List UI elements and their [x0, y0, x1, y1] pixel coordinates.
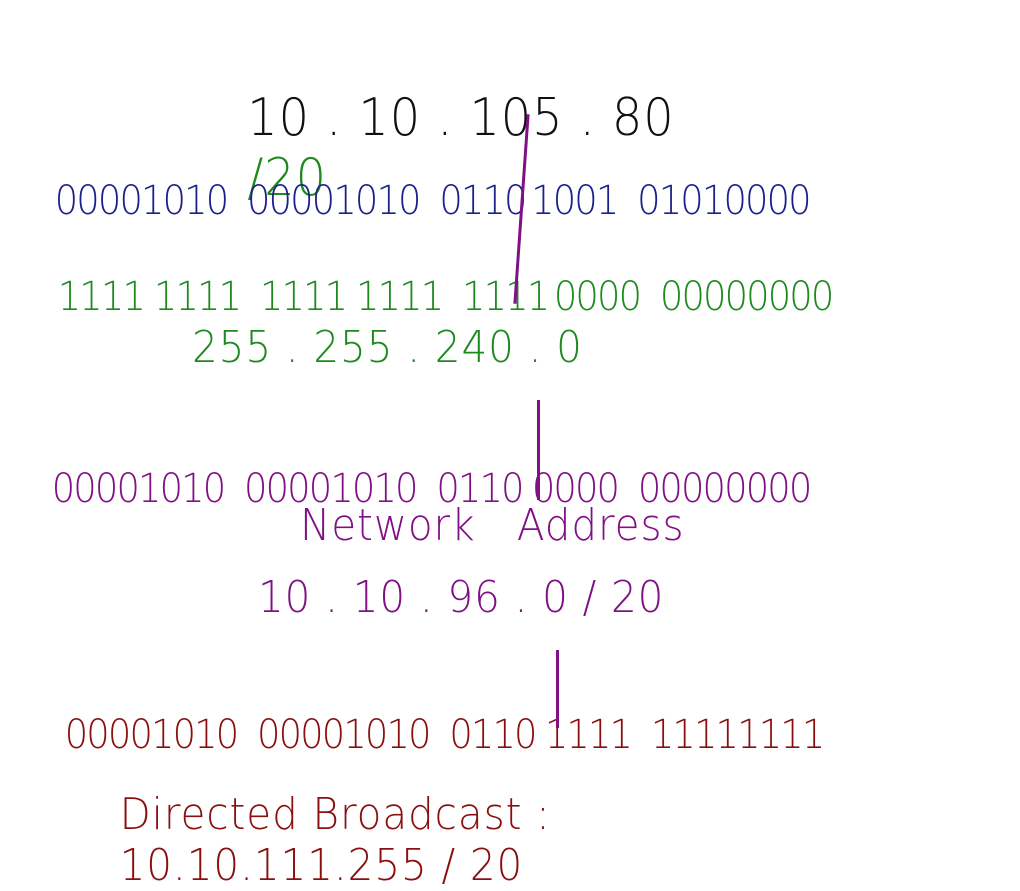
broadcast-binary-host: 1111 11111111 — [544, 712, 825, 758]
ip-address-line: 10 . 10 . 105 . 80 /20 — [215, 28, 675, 208]
ip-address: 10 . 10 . 105 . 80 — [247, 88, 675, 148]
network-host-divider-middle — [537, 400, 540, 500]
broadcast-address: 10.10.111.255 / 20 — [119, 840, 524, 891]
network-host-divider-bottom — [556, 650, 559, 728]
mask-binary-host: 0000 00000000 — [553, 274, 834, 320]
network-binary-network: 00001010 00001010 0110 — [51, 466, 525, 512]
network-address-label: Network Address — [300, 500, 685, 551]
mask-decimal: 255 . 255 . 240 . 0 — [192, 322, 583, 373]
network-address: 10 . 10 . 96 . 0 / 20 — [258, 572, 665, 623]
ip-binary-host: 1001 01010000 — [531, 178, 811, 224]
ip-binary-network: 00001010 00001010 0110 — [54, 178, 528, 224]
broadcast-line: Directed Broadcast : 10.10.111.255 / 20 — [92, 738, 551, 891]
broadcast-binary-network: 00001010 00001010 0110 — [64, 712, 538, 758]
mask-binary-network: 1111 1111 1111 1111 1111 — [57, 274, 550, 320]
ip-prefix: /20 — [247, 148, 328, 208]
broadcast-label: Directed Broadcast : — [119, 789, 551, 840]
network-binary-host: 0000 00000000 — [531, 466, 812, 512]
